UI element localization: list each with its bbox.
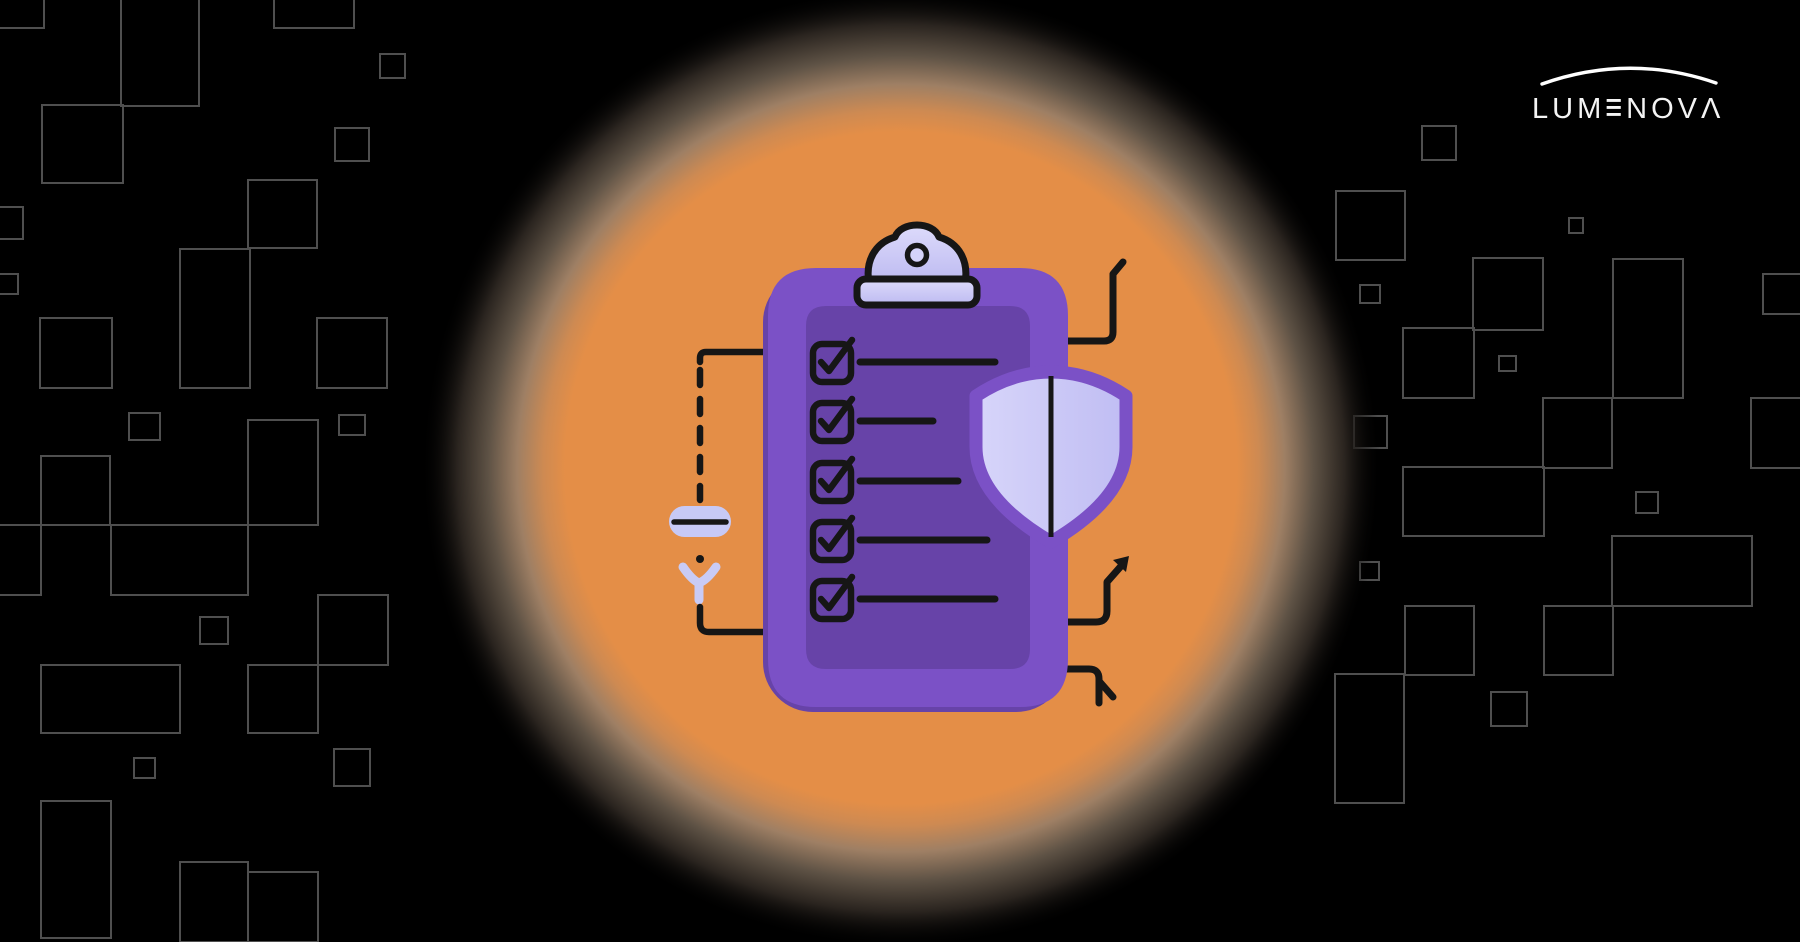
shield-icon bbox=[969, 365, 1133, 549]
checklist-row bbox=[809, 514, 991, 564]
checkmark bbox=[817, 573, 856, 612]
checklist-row bbox=[809, 455, 962, 505]
checklist bbox=[809, 336, 999, 623]
checkbox-checked-icon bbox=[809, 340, 855, 386]
checkbox-checked-icon bbox=[809, 577, 855, 623]
checkbox-checked-icon bbox=[809, 399, 855, 445]
clipboard-clip-icon bbox=[853, 221, 981, 309]
background-squares-left bbox=[0, 0, 406, 942]
clipboard-frame bbox=[768, 268, 1068, 707]
checklist-row bbox=[809, 573, 999, 623]
merge-arrow-icon bbox=[678, 562, 721, 605]
bracket-top-line bbox=[696, 348, 782, 366]
logo-letter-a-lambda: Λ bbox=[1701, 93, 1725, 125]
logo-letters-lum: LUM bbox=[1532, 93, 1606, 125]
lumenova-logo: LUM≡NOVΛ bbox=[1532, 50, 1752, 128]
logo-wordmark: LUM≡NOVΛ bbox=[1532, 88, 1752, 128]
checklist-row bbox=[809, 395, 937, 445]
flow-branch-down-icon bbox=[1056, 665, 1117, 707]
logo-arc-swoosh bbox=[1540, 66, 1718, 86]
checklist-row bbox=[809, 336, 999, 386]
clip-hole bbox=[904, 242, 930, 268]
background-squares-right bbox=[1334, 125, 1800, 804]
arrowhead bbox=[1113, 556, 1129, 572]
flow-arrow-up-right-icon bbox=[1051, 561, 1126, 626]
checkmark bbox=[817, 336, 856, 375]
checkmark bbox=[817, 455, 856, 494]
checkmark bbox=[817, 395, 856, 434]
clip-base bbox=[853, 275, 981, 309]
flow-line-top-right-icon bbox=[1051, 258, 1127, 345]
logo-letters-nov: NOV bbox=[1626, 93, 1701, 125]
bracket-bottom-line bbox=[696, 603, 782, 636]
logo-letter-e-bars: ≡ bbox=[1605, 85, 1627, 131]
filter-connector-group bbox=[669, 348, 782, 636]
flow-connectors bbox=[1051, 258, 1127, 707]
checkmark bbox=[817, 514, 856, 553]
dash-dot bbox=[696, 555, 704, 563]
checkbox-checked-icon bbox=[809, 518, 855, 564]
checkbox-checked-icon bbox=[809, 459, 855, 505]
